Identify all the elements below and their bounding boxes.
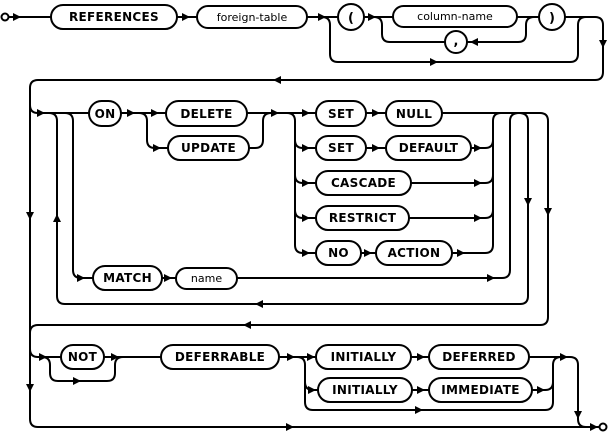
- start-terminal-icon: [0, 12, 10, 22]
- arrowhead-icon: [590, 423, 598, 431]
- arrowhead-icon: [37, 109, 45, 117]
- arrowhead-icon: [574, 411, 582, 419]
- arrowhead-icon: [415, 406, 423, 414]
- arrowhead-icon: [474, 179, 482, 187]
- arrowhead-icon: [544, 208, 552, 216]
- arrowhead-icon: [474, 214, 482, 222]
- arrowhead-icon: [26, 212, 34, 220]
- arrowhead-icon: [73, 377, 81, 385]
- node-delete-keyword: DELETE: [165, 100, 248, 127]
- node-name: name: [175, 267, 238, 290]
- arrowhead-icon: [243, 321, 251, 329]
- comma-circle: [444, 30, 468, 54]
- rail-not-bypass: [41, 356, 124, 382]
- open-paren-circle: [337, 3, 365, 31]
- arrowhead-icon: [560, 353, 568, 361]
- arrowhead-icon: [13, 13, 21, 21]
- node-column-name: column-name: [392, 5, 518, 28]
- arrowhead-icon: [77, 274, 85, 282]
- arrowhead-icon: [430, 58, 438, 66]
- rail-paren-bypass: [321, 16, 587, 63]
- node-null-keyword: NULL: [385, 100, 443, 127]
- rail-deferrable-section: [29, 348, 587, 428]
- rail-match-branch: [64, 112, 82, 279]
- close-paren-circle: [538, 3, 566, 31]
- arrowhead-icon: [111, 353, 119, 361]
- arrowhead-icon: [39, 353, 47, 361]
- end-terminal-icon: [598, 422, 608, 432]
- rail-on-section: [29, 104, 549, 334]
- node-action-keyword: ACTION: [375, 240, 453, 266]
- arrowhead-icon: [26, 384, 34, 392]
- arrowhead-icon: [474, 144, 482, 152]
- arrowhead-icon: [470, 38, 478, 46]
- node-restrict-keyword: RESTRICT: [315, 205, 410, 231]
- node-set-null-set-keyword: SET: [315, 100, 367, 127]
- arrowhead-icon: [182, 13, 190, 21]
- arrowhead-icon: [417, 353, 425, 361]
- arrowhead-icon: [302, 249, 310, 257]
- close-paren-label: ): [549, 11, 555, 26]
- arrowhead-icon: [302, 144, 310, 152]
- arrowhead-icon: [164, 274, 172, 282]
- arrowhead-icon: [153, 144, 161, 152]
- arrowhead-icon: [599, 40, 607, 48]
- arrowhead-icon: [308, 386, 316, 394]
- arrowhead-icon: [255, 300, 263, 308]
- node-open-paren: (: [337, 3, 365, 31]
- arrowhead-icon: [302, 179, 310, 187]
- arrowhead-icon: [537, 386, 545, 394]
- node-comma: ,: [444, 30, 468, 54]
- node-immediate-keyword: IMMEDIATE: [428, 377, 533, 403]
- node-foreign-table: foreign-table: [196, 5, 308, 29]
- arrowhead-icon: [364, 249, 372, 257]
- arrowhead-icon: [524, 198, 532, 206]
- arrowhead-icon: [307, 353, 315, 361]
- node-cascade-keyword: CASCADE: [315, 170, 412, 196]
- node-references-keyword: REFERENCES: [50, 4, 178, 30]
- arrowhead-icon: [273, 76, 281, 84]
- arrowhead-icon: [318, 13, 326, 21]
- rail-main: [9, 16, 604, 428]
- arrowhead-icon: [302, 214, 310, 222]
- arrowhead-icon: [287, 353, 295, 361]
- node-on-keyword: ON: [88, 100, 122, 127]
- node-default-keyword: DEFAULT: [385, 135, 472, 161]
- open-paren-label: (: [348, 11, 354, 26]
- arrowhead-icon: [372, 109, 380, 117]
- rail-match-loop: [48, 111, 529, 305]
- arrowhead-icon: [417, 386, 425, 394]
- node-close-paren: ): [538, 3, 566, 31]
- node-not-keyword: NOT: [60, 344, 105, 370]
- arrowhead-icon: [127, 109, 135, 117]
- comma-label: ,: [454, 34, 459, 49]
- arrowhead-icon: [368, 13, 376, 21]
- node-match-keyword: MATCH: [92, 265, 163, 291]
- arrowhead-icon: [151, 109, 159, 117]
- arrowhead-icon: [271, 109, 279, 117]
- arrowhead-icon: [302, 109, 310, 117]
- node-deferrable-keyword: DEFERRABLE: [160, 344, 280, 370]
- node-no-keyword: NO: [315, 240, 362, 266]
- arrowhead-icon: [286, 423, 294, 431]
- arrowhead-icon: [53, 214, 61, 222]
- node-deferred-keyword: DEFERRED: [428, 344, 530, 370]
- arrowhead-icon: [487, 274, 495, 282]
- arrowhead-icons: [13, 13, 607, 431]
- node-initially-immediate-initially-keyword: INITIALLY: [317, 377, 413, 403]
- node-update-keyword: UPDATE: [167, 135, 250, 161]
- node-initially-deferred-initially-keyword: INITIALLY: [315, 344, 412, 370]
- arrowhead-icon: [457, 249, 465, 257]
- node-set-default-set-keyword: SET: [315, 135, 367, 161]
- arrowhead-icon: [372, 144, 380, 152]
